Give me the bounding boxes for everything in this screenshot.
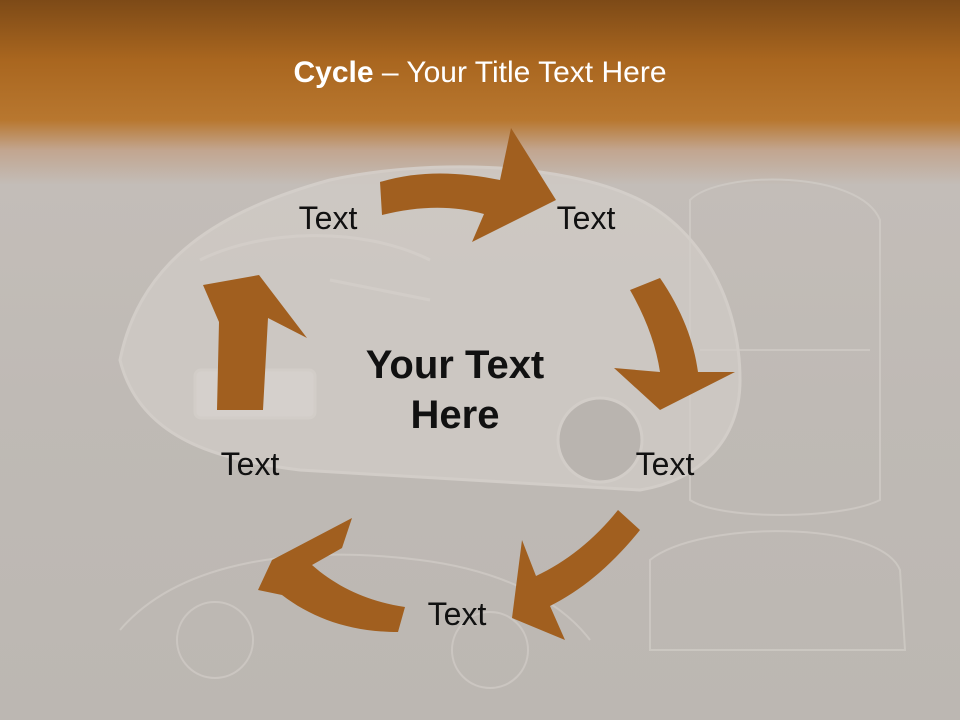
title-rest: – Your Title Text Here bbox=[373, 56, 667, 89]
cycle-arrow-1 bbox=[380, 128, 556, 242]
cycle-node-top-right: Text bbox=[556, 200, 616, 236]
cycle-arrow-2 bbox=[614, 278, 735, 410]
cycle-node-top-left: Text bbox=[298, 200, 358, 236]
cycle-node-left: Text bbox=[220, 446, 280, 482]
cycle-node-bottom: Text bbox=[427, 596, 487, 632]
center-text-line2: Here bbox=[410, 393, 500, 437]
slide-title: Cycle – Your Title Text Here bbox=[0, 56, 960, 90]
cycle-arrow-3 bbox=[512, 510, 640, 640]
cycle-node-right: Text bbox=[635, 446, 695, 482]
center-text-line1: Your Text bbox=[365, 343, 545, 387]
cycle-arrow-5 bbox=[203, 275, 307, 410]
center-text: Your Text Here bbox=[340, 340, 570, 440]
title-bold: Cycle bbox=[293, 56, 374, 89]
cycle-arrow-4 bbox=[258, 518, 405, 632]
